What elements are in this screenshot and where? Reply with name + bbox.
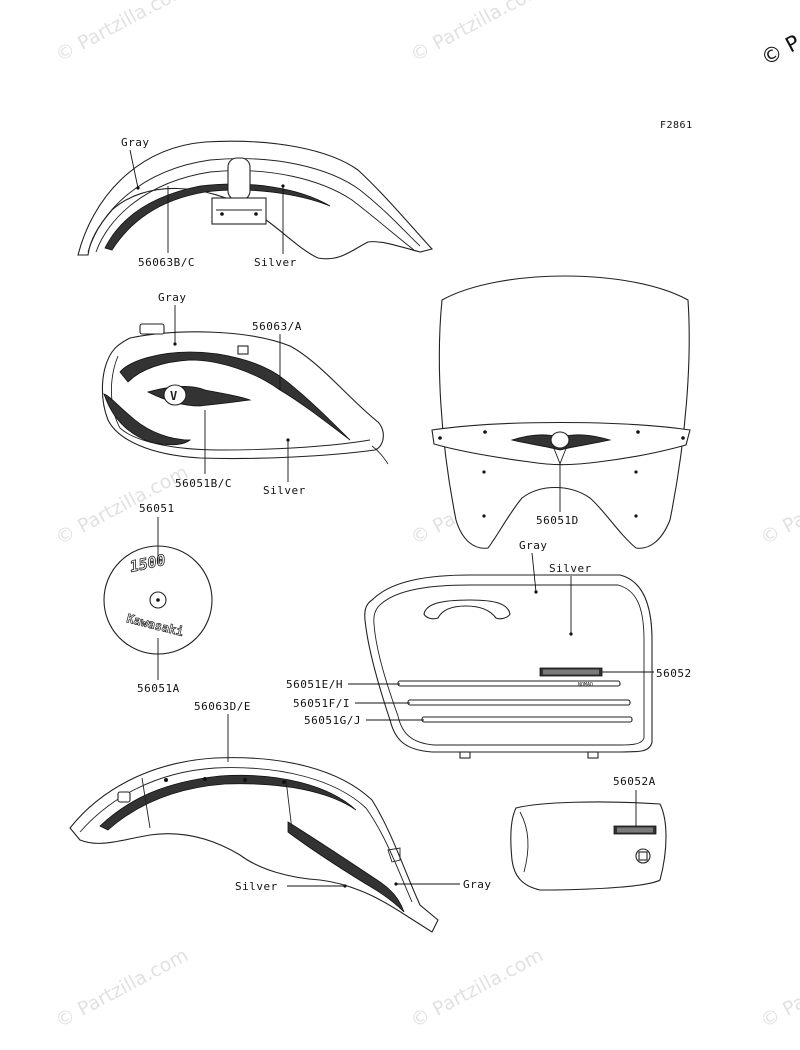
leader-line (531, 552, 537, 593)
bag-silver-label: Silver (549, 562, 592, 575)
bag-nomad-text: NOMAD (578, 682, 593, 688)
bag-stripe-bot-label: 56051G/J (304, 714, 361, 727)
watermark-text: © Partzilla.com (52, 0, 192, 66)
bag-stripe-mid-label: 56051F/I (293, 697, 350, 710)
tank-silver-label: Silver (263, 484, 306, 497)
figure-id: F2861 (660, 120, 693, 131)
bag-stripe-top-label: 56051E/H (286, 678, 343, 691)
fuel-tank: V (101, 323, 389, 465)
side-cover-part-label: 56052A (613, 775, 656, 788)
watermark-text: © Partzilla.com (757, 461, 800, 549)
front-fender-silver-label: Silver (254, 256, 297, 269)
watermark-text: © Partzilla.com (757, 944, 800, 1032)
windshield-emblem (510, 431, 612, 466)
bag-gray-label: Gray (519, 539, 548, 552)
cover-56051-label: 56051 (139, 502, 175, 515)
tank-emblem: V (146, 384, 252, 407)
windshield (431, 275, 691, 549)
watermark-text: © Partzilla.com (407, 944, 547, 1032)
tank-stripe-label: 56063/A (252, 320, 302, 333)
tank-emblem-label: 56051B/C (175, 477, 232, 490)
rear-fender-gray-label: Gray (463, 878, 492, 891)
leader-line (129, 149, 139, 189)
bag-nameplate-label: 56052 (656, 667, 692, 680)
front-fender-gray-label: Gray (121, 136, 150, 149)
front-fender (77, 140, 434, 260)
rear-fender-silver-label: Silver (235, 880, 278, 893)
side-cover (510, 801, 667, 891)
v-mark: V (170, 389, 177, 403)
watermark-text: © Partzilla.com (407, 0, 547, 66)
watermark-text: © Partzilla.com (52, 944, 192, 1032)
cover-56051a-label: 56051A (137, 682, 180, 695)
saddlebag: NOMAD (364, 574, 653, 759)
rear-fender-part-label: 56063D/E (194, 700, 251, 713)
windshield-emblem-label: 56051D (536, 514, 579, 527)
rear-fender (69, 757, 439, 933)
watermark-corner: © P (757, 30, 800, 70)
tank-gray-label: Gray (158, 291, 187, 304)
front-fender-part-label: 56063B/C (138, 256, 195, 269)
